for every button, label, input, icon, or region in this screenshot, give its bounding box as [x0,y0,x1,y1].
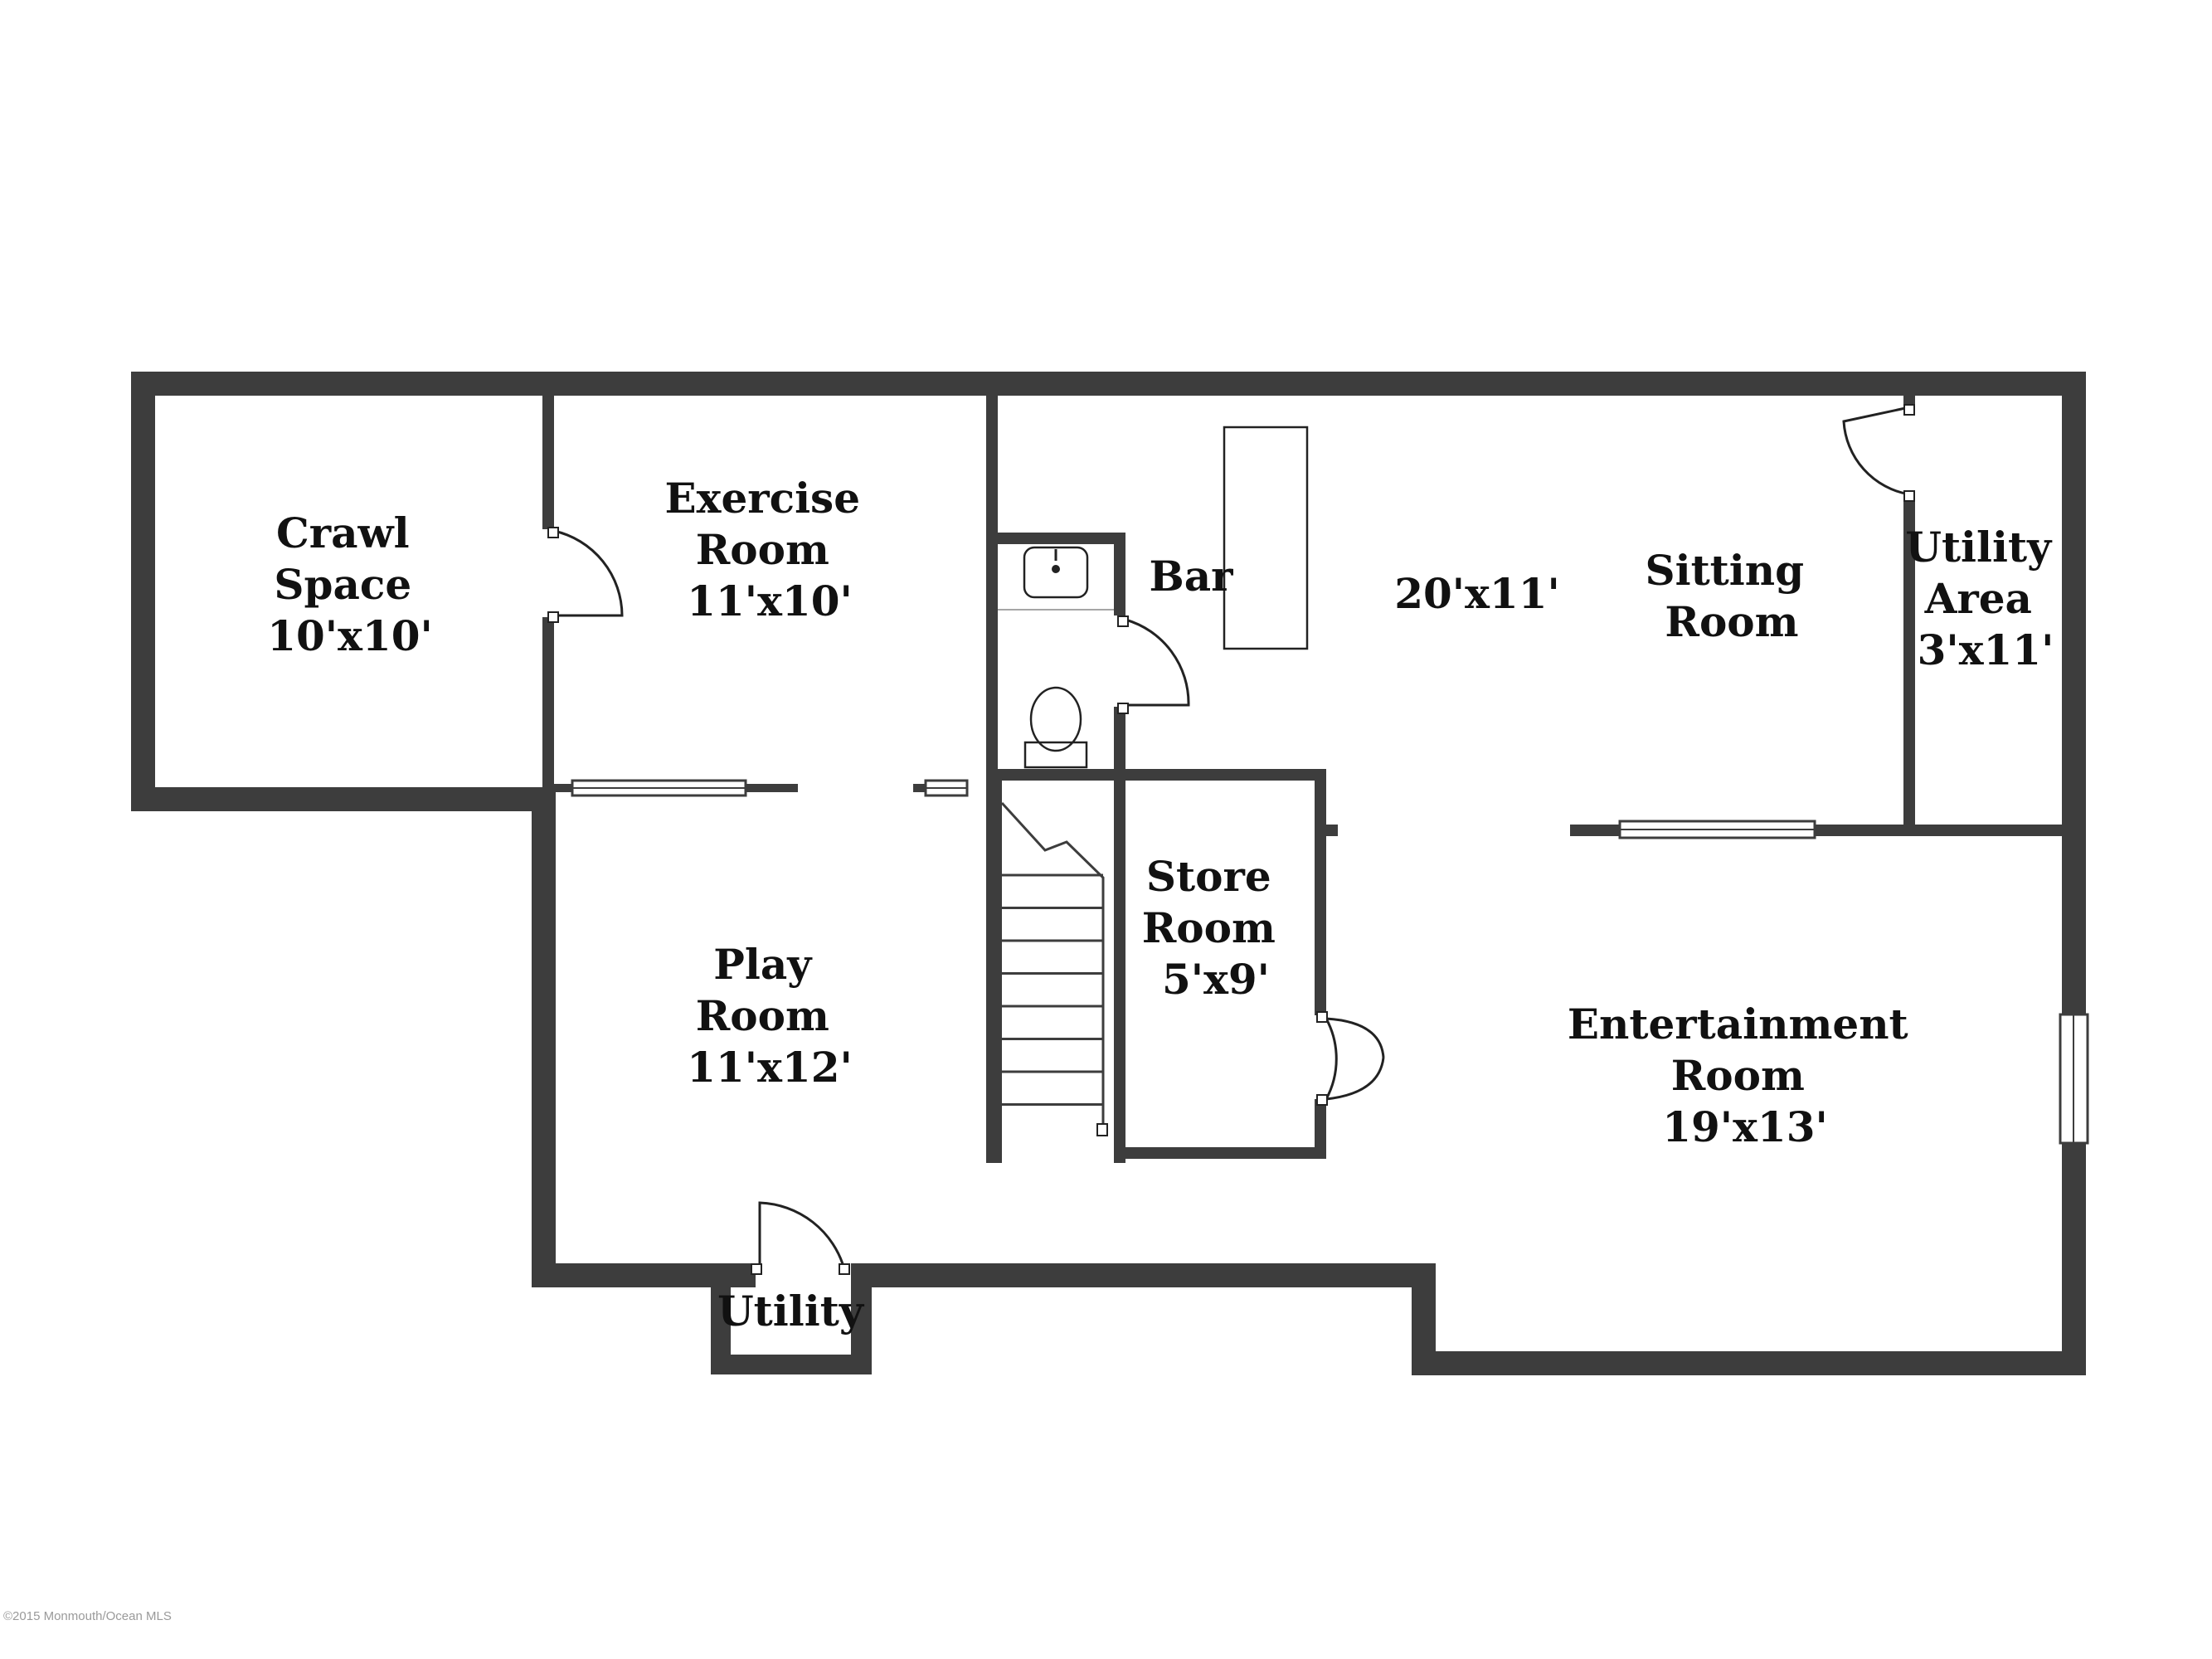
wall-outer-top [131,372,2086,396]
wall-outer-bottom-left [532,1263,756,1287]
entertainment-room-line-2: Room [1671,1051,1805,1100]
main-dimension-line-1: 20'x11' [1394,569,1560,618]
wall-exercise-play-c [913,784,926,792]
wall-sitting-entertainment-a [1570,825,1620,836]
wall-bath-top [986,533,1125,544]
windows [571,779,2089,1145]
exercise-room-line-1: Exercise [665,474,860,523]
play-room-line-1: Play [713,940,813,989]
store-room-line-2: Room [1142,903,1276,952]
window-play-exercise [571,779,747,797]
utility-line-1: Utility [717,1287,865,1335]
sink-icon [998,546,1114,611]
wall-outer-left [131,372,155,811]
sitting-room-line-2: Room [1665,597,1798,646]
wall-store-stub [1326,825,1338,836]
crawl-space-line-2: Space [274,560,411,609]
utility-area-line-1: Utility [1905,523,2053,572]
play-room-line-2: Room [696,991,829,1040]
wall-playroom-left [532,792,556,1287]
walls [131,372,2086,1375]
store-room-line-1: Store [1146,852,1271,901]
exercise-room-dimensions: 11'x10' [687,577,853,625]
wall-store-bottom [1114,1147,1326,1159]
store-room-label: Store Room 5'x9' [1142,852,1291,1004]
bar-label: Bar [1149,552,1233,601]
wall-bath-right-upper [1114,533,1125,615]
wall-sitting-entertainment-b [1815,825,2062,836]
wall-outer-right-upper [2062,372,2086,1014]
play-room-dimensions: 11'x12' [687,1043,853,1092]
wall-crawl-bottom [131,787,556,811]
window-sitting-entertainment [1618,820,1816,839]
wall-crawl-exercise-lower [542,617,554,800]
wall-stair-right [1114,769,1125,1163]
sitting-room-label: Sitting Room [1645,546,1818,646]
entertainment-room-dimensions: 19'x13' [1662,1102,1828,1151]
crawl-space-line-1: Crawl [276,508,410,557]
bar-line-1: Bar [1149,552,1233,601]
bar-counter [1223,426,1309,650]
wall-utility-area-lower [1903,494,1915,830]
wall-exercise-play-a [543,784,572,792]
wall-outer-right-lower [2062,1143,2086,1375]
exercise-room-line-2: Room [696,525,829,574]
stairs [1000,801,1108,1136]
sitting-room-line-1: Sitting [1645,546,1804,595]
entertainment-room-line-1: Entertainment [1568,1000,1908,1048]
crawl-space-dimensions: 10'x10' [267,611,433,660]
window-entertainment-right [2059,1013,2089,1145]
exercise-room-label: Exercise Room 11'x10' [665,474,875,625]
wall-crawl-exercise-upper [542,372,554,529]
fixtures [998,426,1309,1136]
entertainment-room-label: Entertainment Room 19'x13' [1568,1000,1923,1151]
copyright-watermark: ©2015 Monmouth/Ocean MLS [3,1609,172,1623]
utility-area-dimensions: 3'x11' [1918,625,2054,674]
wall-store-right-lower [1315,1099,1326,1159]
utility-area-line-2: Area [1924,574,2032,623]
wall-exercise-play-b [746,784,798,792]
main-dimension-label: 20'x11' [1394,569,1560,618]
store-room-dimensions: 5'x9' [1162,955,1270,1004]
door-utility-area [1842,404,1915,502]
wall-store-right-upper [1315,769,1326,1015]
wall-outer-bottom-middle [851,1263,1436,1287]
wall-utility-bottom [711,1355,872,1374]
wall-stair-left [986,769,1002,1163]
wall-outer-bottom-right [1412,1351,2086,1375]
toilet-icon [1023,686,1088,769]
door-store-room [1316,1011,1385,1106]
window-stair-corridor [924,779,969,797]
doors [547,404,1915,1275]
door-crawl-space [547,527,624,623]
utility-area-label: Utility Area 3'x11' [1905,523,2065,674]
door-utility [751,1201,850,1275]
crawl-space-label: Crawl Space 10'x10' [267,508,433,660]
wall-bath-right-lower [1114,707,1125,777]
play-room-label: Play Room 11'x12' [687,940,853,1092]
stair-post [1096,1123,1108,1136]
room-labels: Crawl Space 10'x10' Exercise Room 11'x10… [267,474,2065,1335]
utility-label: Utility [717,1287,865,1335]
wall-bath-bottom [986,769,1326,781]
door-bath [1117,615,1190,714]
